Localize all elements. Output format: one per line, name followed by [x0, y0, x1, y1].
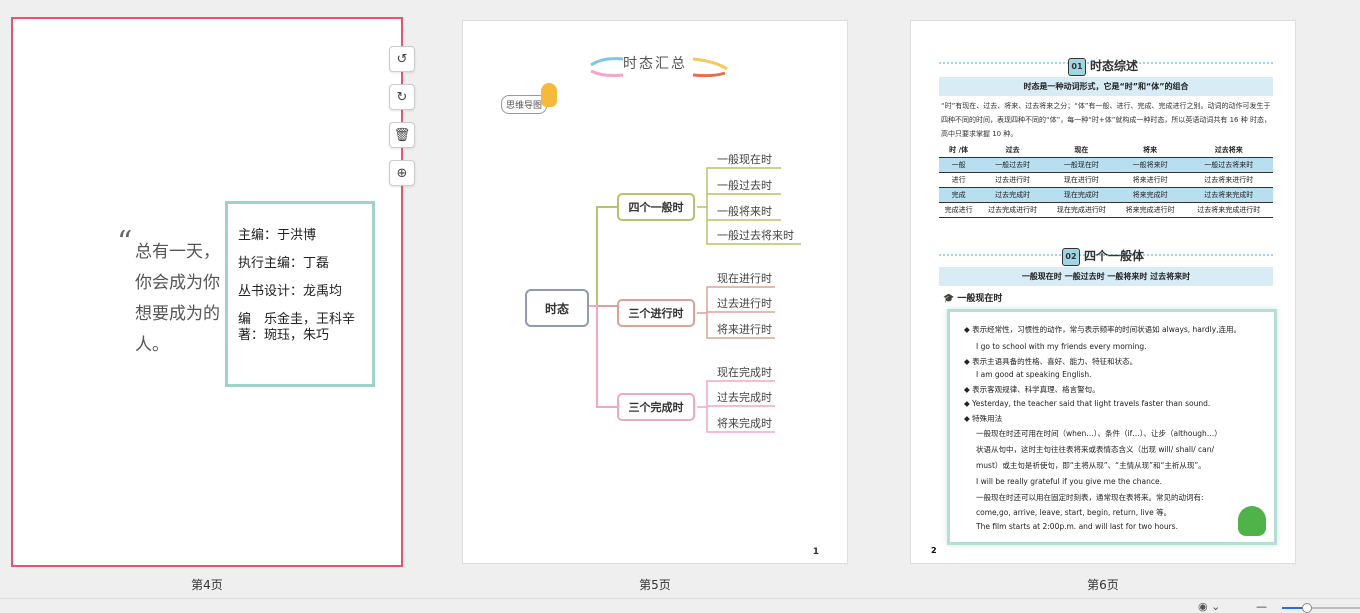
table-row: 进行过去进行时现在进行时将来进行时过去将来进行时 [939, 172, 1273, 188]
content-line: The film starts at 2:00p.m. and will las… [976, 522, 1178, 531]
content-line: ◆ Yesterday, the teacher said that light… [964, 399, 1211, 408]
add-icon[interactable]: ⊕ [389, 160, 415, 186]
quote-mark: “ [117, 225, 133, 260]
mindmap-leaf: 过去完成时 [717, 391, 772, 404]
page-label: 第5页 [639, 578, 671, 592]
credit-line: 编著：乐金圭，王科辛琬珏，朱巧 [238, 312, 356, 343]
quote-text: 总有一天，你会成为你想要成为的人。 [135, 242, 220, 355]
section-bar: 一般现在时 一般过去时 一般将来时 过去将来时 [939, 267, 1273, 286]
rotate-left-icon[interactable]: ↺ [389, 46, 415, 72]
page-toolbar: ↺ ↻ 🗑 ⊕ [389, 46, 415, 198]
mindmap-leaf: 一般过去时 [717, 179, 772, 192]
content-box: ◆ 表示经常性，习惯性的动作，常与表示频率的时间状语如 always, hard… [947, 309, 1277, 545]
eye-icon[interactable]: ◉ ⌄ [1198, 600, 1221, 613]
section-badge: 02 [1061, 247, 1080, 266]
mindmap-connectors [587, 57, 801, 433]
tense-table: 时 /体过去现在将来过去将来 一般一般过去时一般现在时一般将来时一般过去将来时 … [939, 143, 1273, 218]
mindmap-leaf: 现在完成时 [717, 366, 772, 379]
connector [697, 286, 775, 339]
section-badge: 01 [1067, 57, 1086, 76]
connector [697, 380, 775, 433]
content-line: ◆ 特殊用法 [964, 414, 1003, 423]
credit-line: 执行主编：丁磊 [238, 256, 330, 271]
credit-line: 丛书设计：龙禹均 [238, 284, 343, 299]
delete-icon[interactable]: 🗑 [389, 122, 415, 148]
content-line: 一般现在时还可以用在固定时刻表，通常现在表将来。常见的动词有: [976, 493, 1204, 502]
section-paragraph: “时”有现在、过去、将来、过去将来之分；“体”有一般、进行、完成、完成进行之别。… [941, 102, 1271, 138]
subheading: 🎓 一般现在时 [943, 294, 1003, 304]
zoom-slider-fill [1282, 607, 1304, 609]
credits-box: 主编：于洪博 执行主编：丁磊 丛书设计：龙禹均 编著：乐金圭，王科辛琬珏，朱巧 [225, 201, 375, 387]
status-bar [0, 598, 1360, 613]
connector [587, 305, 617, 408]
mindmap-leaf: 过去进行时 [717, 297, 772, 310]
page-5-thumbnail[interactable]: 时态汇总 思维导图 时态 四个一般时 三个进行时 三个完成时 一般现在时 一般过… [462, 20, 848, 564]
connector [697, 167, 801, 245]
page-number: 1 [812, 547, 819, 557]
rotate-right-icon[interactable]: ↻ [389, 84, 415, 110]
mindmap-leaf: 一般将来时 [717, 205, 772, 218]
zoom-slider[interactable] [1282, 607, 1360, 609]
table-header: 时 /体过去现在将来过去将来 [939, 143, 1273, 158]
page-number: 2 [931, 546, 937, 555]
mindmap-leaf: 一般现在时 [717, 153, 772, 166]
table-row: 完成进行过去完成进行时现在完成进行时将来完成进行时过去将来完成进行时 [939, 202, 1273, 218]
mindmap-leaf: 一般过去将来时 [717, 229, 794, 242]
mindmap-root: 时态 [525, 289, 589, 327]
content-line: I will be really grateful if you give me… [976, 477, 1162, 486]
mindmap-leaf: 现在进行时 [717, 272, 772, 285]
table-row: 一般一般过去时一般现在时一般将来时一般过去将来时 [939, 157, 1273, 173]
mindmap-leaf: 将来完成时 [717, 417, 772, 430]
content-line: come,go, arrive, leave, start, begin, re… [976, 508, 1172, 517]
content-line: ◆ 表示经常性，习惯性的动作，常与表示频率的时间状语如 always, hard… [964, 325, 1242, 334]
mindmap-branch: 三个进行时 [617, 299, 695, 327]
mindmap-branch: 三个完成时 [617, 393, 695, 421]
content-line: 状语从句中，这时主句往往表将来或表情态含义（出现 will/ shall/ ca… [976, 445, 1215, 454]
content-line: ◆ 表示客观规律、科学真理、格言警句。 [964, 385, 1100, 394]
mindmap-leaf: 将来进行时 [717, 323, 772, 336]
title-arc [590, 69, 624, 77]
title-arc [590, 57, 624, 67]
title-arc [692, 57, 728, 71]
dinosaur-icon [1238, 506, 1266, 536]
content-line: I am good at speaking English. [976, 370, 1092, 379]
mindmap-title: 时态汇总 [623, 56, 687, 72]
page-4-thumbnail[interactable]: “ 总有一天，你会成为你想要成为的人。 主编：于洪博 执行主编：丁磊 丛书设计：… [11, 17, 403, 567]
connector [587, 206, 617, 307]
mindmap-branch: 四个一般时 [617, 193, 695, 221]
content-line: 一般现在时还可用在时间（when…）、条件（if…）、让步（although…） [976, 429, 1222, 438]
page-label: 第6页 [1087, 578, 1119, 592]
section-bar: 时态是一种动词形式，它是“时”和“体”的组合 [939, 77, 1273, 96]
credit-line: 主编：于洪博 [238, 228, 317, 243]
content-line: must）或主句是祈使句，即“主将从现”、“主情从现”和“主祈从现”。 [976, 461, 1206, 470]
content-line: I go to school with my friends every mor… [976, 342, 1147, 351]
content-line: ◆ 表示主语具备的性格、喜好、能力、特征和状态。 [964, 357, 1138, 366]
zoom-out-button[interactable]: — [1256, 600, 1267, 613]
page-label: 第4页 [191, 578, 223, 592]
pineapple-icon [541, 83, 557, 107]
table-row: 完成过去完成时现在完成时将来完成时过去将来完成时 [939, 187, 1273, 203]
title-arc [692, 71, 726, 78]
